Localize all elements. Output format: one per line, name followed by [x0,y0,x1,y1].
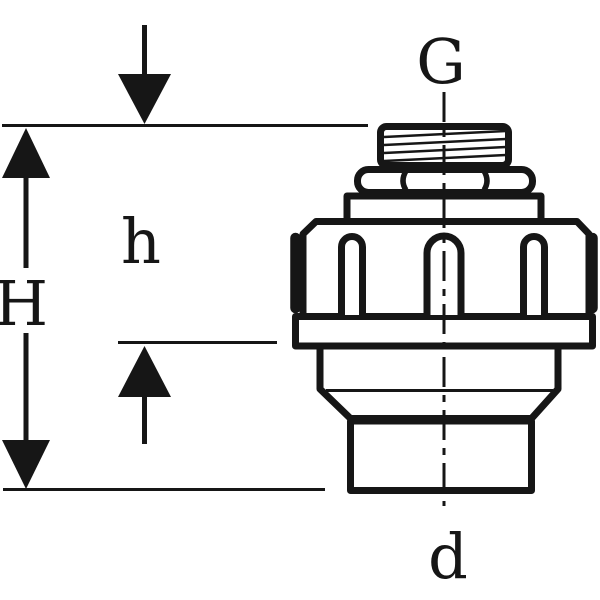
label-thread-G: G [416,25,466,98]
label-height-h: h [121,205,161,278]
knurl-slot-right [520,233,548,315]
dim-arrow-h-bottom [118,346,171,444]
label-diameter-d: d [428,520,468,593]
label-height-H: H [0,267,48,340]
dim-line-H [2,128,50,489]
hex-facet-edge-left [400,169,409,192]
body-taper [316,346,562,422]
outlet-pipe [347,417,535,494]
union-nut-rim-left [290,232,301,314]
hex-facet-edge-right [481,169,490,192]
dim-arrow-h-top [118,25,171,124]
knurl-slot-left [338,233,366,315]
